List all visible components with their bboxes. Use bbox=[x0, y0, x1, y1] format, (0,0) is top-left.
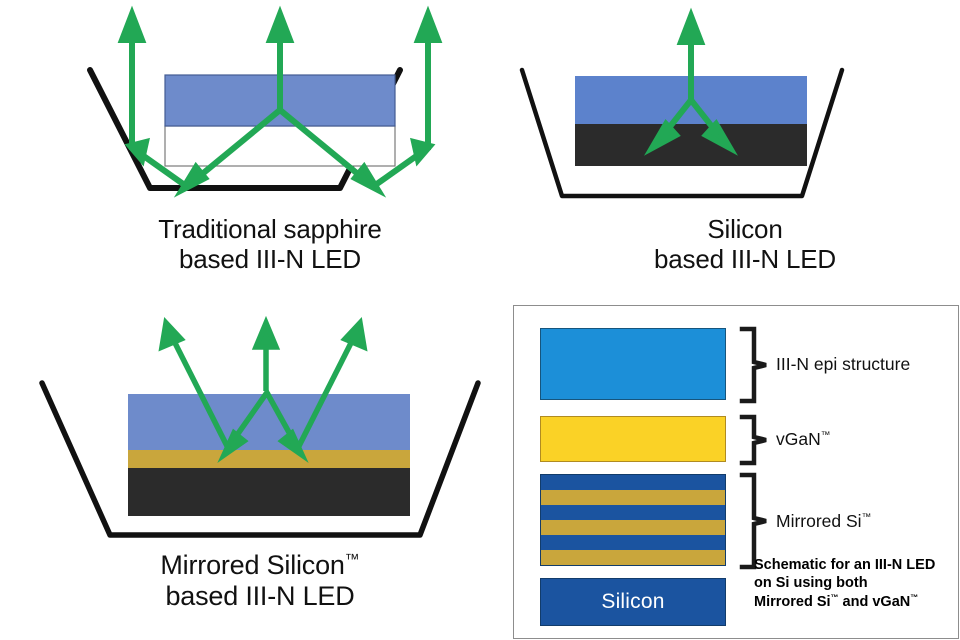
stripe bbox=[541, 535, 725, 550]
light-ray-group bbox=[117, 5, 443, 198]
arrowhead-left-reflected bbox=[158, 317, 186, 352]
stripe bbox=[541, 490, 725, 505]
panel-silicon bbox=[480, 0, 960, 300]
caption-line: based III-N LED bbox=[179, 244, 361, 275]
arrowhead-center-up bbox=[265, 5, 295, 43]
brace-iii-n-epi bbox=[739, 326, 767, 404]
caption-traditional-sapphire: Traditional sapphire based III-N LED bbox=[70, 214, 470, 274]
legend-caption-line: on Si using both bbox=[754, 575, 868, 592]
trademark-symbol: ™ bbox=[820, 430, 831, 442]
panel-traditional-sapphire bbox=[0, 0, 480, 300]
caption-line: Mirrored Silicon™ bbox=[160, 550, 360, 580]
layer-iii-n-epi bbox=[128, 394, 410, 450]
caption-mirrored-silicon: Mirrored Silicon™ based III-N LED bbox=[50, 550, 470, 613]
legend-swatch-vgan bbox=[540, 416, 726, 462]
caption-line: based III-N LED bbox=[654, 244, 836, 275]
layer-silicon-substrate bbox=[128, 468, 410, 516]
legend-swatch-mirrored-si bbox=[540, 474, 726, 566]
stripe bbox=[541, 550, 725, 565]
caption-line: Silicon bbox=[707, 214, 783, 244]
arrowhead-down-left bbox=[173, 161, 210, 198]
layer-sapphire-substrate bbox=[164, 125, 396, 167]
stripe bbox=[541, 520, 725, 535]
stripe bbox=[541, 475, 725, 490]
stripe bbox=[541, 505, 725, 520]
reflector-cup-outline bbox=[39, 380, 481, 538]
ray-bounce-left bbox=[136, 149, 188, 189]
arrowhead-down-left bbox=[644, 118, 681, 156]
legend-caption-line: Schematic for an III-N LED bbox=[754, 557, 936, 573]
legend-swatch-silicon: Silicon bbox=[540, 578, 726, 626]
arrowhead-down-right bbox=[350, 161, 387, 198]
legend-panel: Silicon III-N epi structure vGaN™ Mirror… bbox=[513, 305, 959, 639]
caption-line: based III-N LED bbox=[165, 581, 355, 612]
arrowhead-center-up bbox=[676, 7, 706, 45]
arrowhead-right-escape bbox=[413, 5, 443, 43]
legend-silicon-label: Silicon bbox=[601, 590, 665, 613]
ray-right-reflected bbox=[295, 335, 357, 450]
trademark-symbol: ™ bbox=[910, 592, 919, 602]
legend-label-mirrored-si: Mirrored Si™ bbox=[776, 511, 872, 531]
caption-line: Traditional sapphire bbox=[158, 214, 382, 244]
legend-swatch-iii-n-epi bbox=[540, 328, 726, 400]
arrowhead-down-right bbox=[701, 118, 738, 156]
light-ray-group bbox=[158, 315, 368, 464]
legend-caption-line: Mirrored Si™ and vGaN™ bbox=[754, 592, 919, 610]
panel-silicon-graphic bbox=[519, 7, 845, 199]
caption-silicon: Silicon based III-N LED bbox=[545, 214, 945, 274]
arrowhead-left-escape bbox=[117, 5, 147, 43]
legend-label-vgan: vGaN™ bbox=[776, 429, 831, 449]
arrowhead-center-up bbox=[251, 315, 281, 350]
layer-mirrored-si bbox=[128, 450, 410, 468]
panel-mirrored-silicon-graphic bbox=[39, 315, 481, 538]
ray-left-reflected bbox=[169, 335, 231, 450]
trademark-symbol: ™ bbox=[830, 592, 839, 602]
panel-mirrored-silicon bbox=[0, 295, 500, 565]
brace-mirrored-si bbox=[739, 472, 767, 570]
ray-down-left bbox=[188, 107, 282, 187]
layer-silicon-substrate bbox=[575, 124, 807, 166]
light-ray-group bbox=[644, 7, 738, 156]
reflector-cup-outline bbox=[519, 67, 845, 199]
ray-down-right bbox=[278, 107, 372, 187]
panel-traditional-sapphire-graphic bbox=[87, 5, 443, 198]
arrowhead-right-reflected bbox=[340, 317, 368, 352]
legend-label-iii-n-epi: III-N epi structure bbox=[776, 354, 911, 374]
trademark-symbol: ™ bbox=[861, 512, 872, 524]
ray-bounce-right bbox=[372, 149, 424, 189]
trademark-symbol: ™ bbox=[344, 552, 360, 568]
brace-vgan bbox=[739, 414, 767, 466]
legend-caption: Schematic for an III-N LED on Si using b… bbox=[754, 556, 960, 611]
